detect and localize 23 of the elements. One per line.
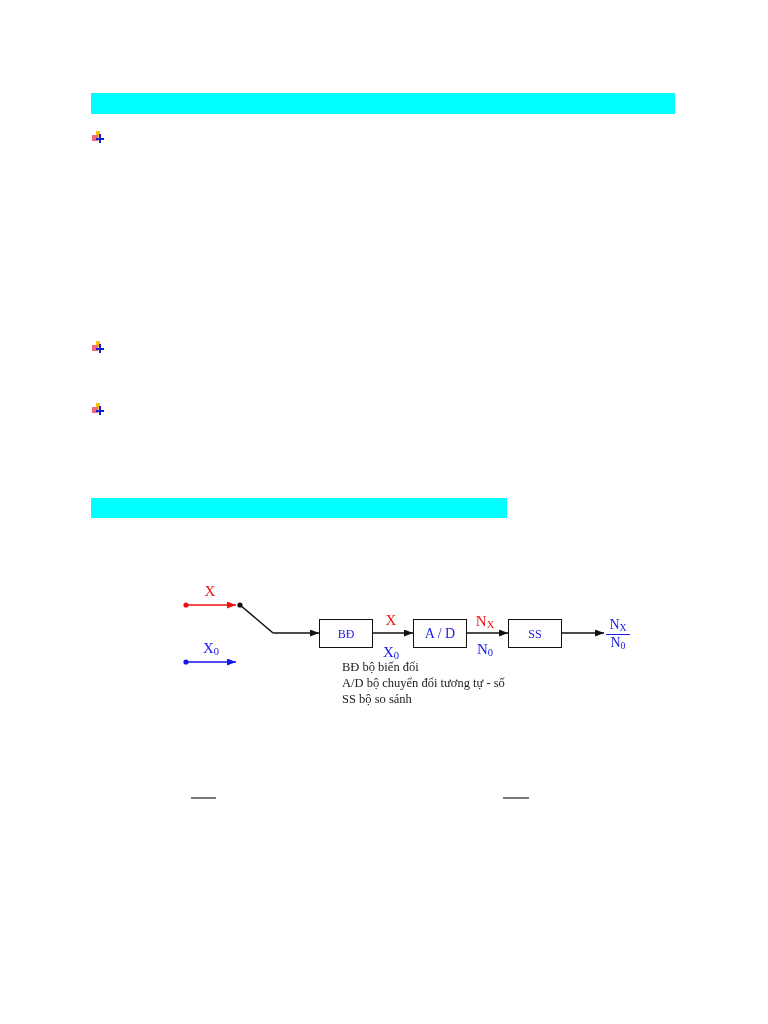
process-box (413, 619, 467, 648)
signal-label: N$_{0}$ (476, 640, 494, 658)
process-box (508, 619, 562, 648)
signal-label: N$_{X}$ (475, 612, 495, 630)
arrow (372, 629, 414, 637)
heading-bar (91, 498, 507, 518)
arrow (561, 629, 605, 637)
math-text: N$_{X}$ (609, 617, 627, 633)
legend-text: A/D bộ chuyển đổi tương tự - số (342, 677, 505, 691)
box-label: BĐ (337, 627, 355, 640)
arrow (466, 629, 509, 637)
legend-text: BĐ bộ biến đổi (342, 661, 419, 675)
legend-text: SS bộ so sánh (342, 693, 412, 707)
heading-bar (91, 93, 675, 114)
box-label: SS (528, 627, 542, 640)
signal-label: X$_{0}$ (382, 643, 400, 661)
math-text: N$_{0}$ (610, 635, 626, 651)
arrow (272, 629, 320, 637)
process-box (319, 619, 373, 648)
signal-label: X (385, 611, 397, 629)
box-label: A / D (424, 626, 456, 641)
arrow (183, 601, 237, 609)
arrow (183, 658, 237, 666)
